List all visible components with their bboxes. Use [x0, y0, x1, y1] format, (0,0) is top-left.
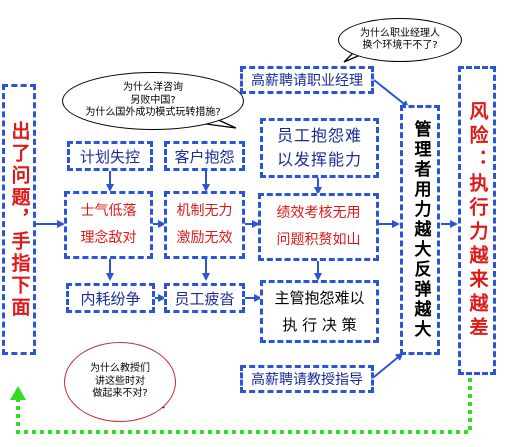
bottom-box: 高薪聘请教授指导 — [240, 365, 374, 393]
bubble-top-right-text-2: 换个环境干不了? — [362, 40, 438, 51]
bubble-bottom-left: 为什么教授们 讲这些时对 做起来不对? — [64, 342, 176, 422]
box-r3c2-text: 员工疲沓 — [174, 289, 235, 308]
box-r2c3: 绩效考核无用 问题积赘如山 — [258, 193, 379, 261]
box-r2c2: 机制无力 激励无效 — [164, 191, 245, 259]
bubble-top-right-text-1: 为什么职业经理人 — [360, 27, 440, 39]
box-r2c3-text-1: 绩效考核无用 — [276, 205, 361, 222]
box-r3c1-text: 内耗纷争 — [80, 289, 141, 308]
feedback-loop-arrowhead — [10, 386, 26, 400]
box-r1c1: 计划失控 — [67, 141, 153, 171]
box-r2c1-text-2: 理念敌对 — [80, 230, 137, 246]
top-box-text: 高薪聘请职业经理 — [251, 73, 363, 89]
bubble-bottom-left-text-3: 做起来不对? — [92, 388, 148, 400]
box-r1c2-text: 客户抱怨 — [174, 147, 235, 166]
arrow-top-middle — [373, 79, 410, 109]
box-r1c3-text-2: 以发挥能力 — [276, 150, 362, 169]
top-box: 高薪聘请职业经理 — [240, 66, 374, 94]
arrow-bottom-middle — [373, 352, 404, 378]
bubble-top-left-text-2: 另败中国? — [130, 94, 176, 106]
bubble-bottom-left-text-2: 讲这些时对 — [95, 375, 145, 387]
middle-column-text: 管理者用力越大反弹越大 — [410, 120, 431, 340]
box-r2c2-text-2: 激励无效 — [176, 230, 233, 246]
box-r2c2-text-1: 机制无力 — [176, 203, 233, 220]
middle-column-box: 管理者用力越大反弹越大 — [400, 105, 440, 355]
box-r1c3: 员工抱怨难 以发挥能力 — [260, 118, 379, 178]
box-r3c1: 内耗纷争 — [66, 283, 155, 313]
bubble-top-right: 为什么职业经理人 换个环境干不了? — [338, 18, 462, 62]
bubble-top-left-text-3: 为什么国外成功模式玩转措施? — [85, 107, 221, 119]
box-r1c2: 客户抱怨 — [164, 141, 245, 171]
bottom-box-text: 高薪聘请教授指导 — [251, 372, 363, 388]
box-r2c1: 士气低落 理念敌对 — [64, 191, 153, 259]
box-r3c3-text-2: 执 行 决 策 — [282, 315, 357, 334]
left-column-text: 出了问题，手指下面 — [8, 120, 31, 319]
box-r2c3-text-2: 问题积赘如山 — [276, 232, 361, 248]
bubble-top-left-text-1: 为什么洋咨询 — [123, 82, 183, 94]
box-r3c3: 主管抱怨难以 执 行 决 策 — [260, 280, 379, 343]
box-r3c3-text-1: 主管抱怨难以 — [274, 289, 365, 308]
bubble-bottom-left-text-1: 为什么教授们 — [90, 363, 150, 375]
feedback-loop — [16, 378, 472, 434]
box-r2c1-text-1: 士气低落 — [80, 203, 137, 220]
box-r1c1-text: 计划失控 — [79, 147, 140, 166]
box-r1c3-text-1: 员工抱怨难 — [276, 126, 362, 145]
right-column-box: 风险：执行力越来越差 — [458, 66, 496, 375]
right-column-text: 风险：执行力越来越差 — [466, 100, 489, 341]
left-column-box: 出了问题，手指下面 — [2, 84, 36, 355]
bubble-top-left: 为什么洋咨询 另败中国? 为什么国外成功模式玩转措施? — [62, 72, 244, 130]
box-r3c2: 员工疲沓 — [164, 283, 245, 313]
